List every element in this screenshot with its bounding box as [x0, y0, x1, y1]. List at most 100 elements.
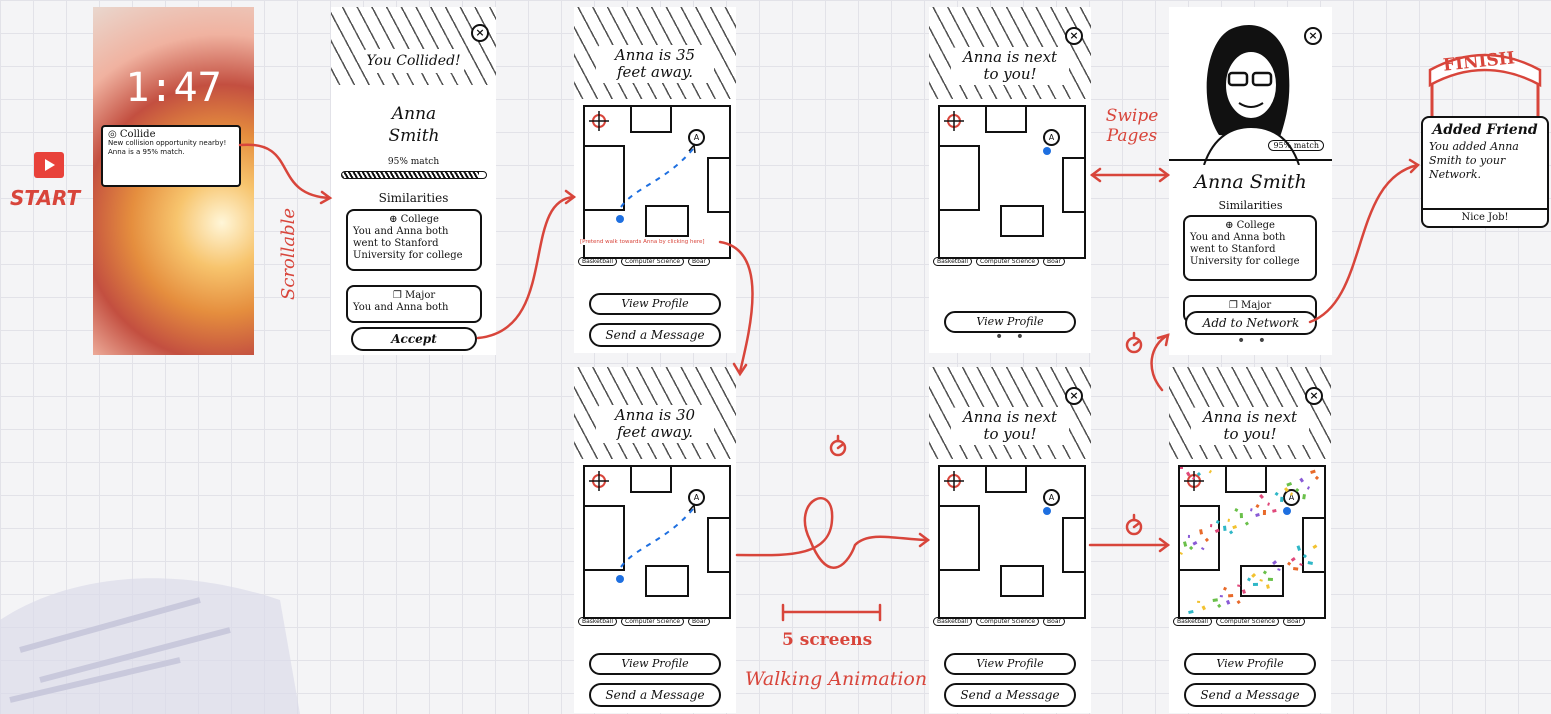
compass-icon: [588, 110, 610, 132]
close-icon[interactable]: ×: [1304, 27, 1322, 45]
anna-pin: A: [688, 489, 705, 506]
compass-icon: [1183, 470, 1205, 492]
tag-computer-science[interactable]: Computer Science: [976, 257, 1040, 266]
room: [1000, 205, 1044, 237]
tag-computer-science[interactable]: Computer Science: [621, 617, 685, 626]
swipe-annotation: Swipe Pages: [1105, 106, 1159, 146]
walk-hint-link[interactable]: [Pretend walk towards Anna by clicking h…: [580, 239, 705, 245]
similarities-heading: Similarities: [378, 191, 449, 205]
tag-computer-science[interactable]: Computer Science: [1216, 617, 1280, 626]
send-message-button[interactable]: Send a Message: [589, 683, 721, 707]
profile-screen: × 95% match Anna Smith Similarities ⊕ Co…: [1169, 7, 1332, 355]
add-network-button[interactable]: Add to Network: [1185, 311, 1317, 335]
distance-title: Anna is next to you!: [1191, 407, 1309, 445]
page-dots: • •: [1237, 333, 1270, 349]
accept-button[interactable]: Accept: [351, 327, 477, 351]
room: [1225, 465, 1267, 493]
portrait-sketch: [1203, 25, 1300, 165]
tag-board[interactable]: Boar: [688, 257, 710, 266]
tag-basketball[interactable]: Basketball: [1173, 617, 1213, 626]
room: [645, 565, 689, 597]
book-icon: ❐: [392, 290, 406, 301]
app-icon: ◎: [108, 129, 120, 140]
similarities-heading: Similarities: [1218, 199, 1283, 212]
room: [630, 105, 672, 133]
start-button[interactable]: [34, 152, 64, 178]
tag-basketball[interactable]: Basketball: [578, 617, 618, 626]
distance-title: Anna is 30 feet away.: [596, 405, 714, 443]
user-location-dot: [1043, 147, 1051, 155]
tag-computer-science[interactable]: Computer Science: [621, 257, 685, 266]
lock-screen: 1:47 ◎ Collide New collision opportunity…: [93, 7, 254, 355]
major-text: You and Anna both: [353, 302, 449, 313]
college-icon: ⊕: [389, 214, 401, 225]
nice-job-button[interactable]: Nice Job!: [1423, 208, 1547, 226]
college-text: You and Anna both went to Stanford Unive…: [353, 226, 463, 261]
added-friend-title: Added Friend: [1432, 122, 1538, 138]
view-profile-button[interactable]: View Profile: [944, 653, 1076, 675]
path-arrows: [620, 143, 696, 208]
room: [938, 145, 980, 211]
view-profile-button[interactable]: View Profile: [589, 293, 721, 315]
user-location-dot: [616, 215, 624, 223]
map-screen: Anna is 35 feet away. A [Pretend walk to…: [574, 7, 736, 353]
confetti: [1180, 467, 1320, 615]
tag-computer-science[interactable]: Computer Science: [976, 617, 1040, 626]
college-card: ⊕ College You and Anna both went to Stan…: [346, 209, 482, 271]
send-message-button[interactable]: Send a Message: [589, 323, 721, 347]
college-icon: ⊕: [1225, 220, 1237, 231]
map-area: A: [583, 105, 731, 259]
collided-title: You Collided!: [362, 49, 465, 73]
college-text: You and Anna both went to Stanford Unive…: [1190, 232, 1300, 267]
close-icon[interactable]: ×: [1065, 27, 1083, 45]
compass-icon: [943, 470, 965, 492]
close-icon[interactable]: ×: [1065, 387, 1083, 405]
close-icon[interactable]: ×: [471, 24, 489, 42]
close-icon[interactable]: ×: [1305, 387, 1323, 405]
view-profile-button[interactable]: View Profile: [1184, 653, 1316, 675]
room: [583, 145, 625, 211]
room: [645, 205, 689, 237]
notification-card[interactable]: ◎ Collide New collision opportunity near…: [101, 125, 241, 187]
anna-pin: A: [1283, 489, 1300, 506]
profile-divider: [1169, 159, 1332, 161]
college-card: ⊕ College You and Anna both went to Stan…: [1183, 215, 1317, 281]
tag-board[interactable]: Boar: [1283, 617, 1305, 626]
send-message-button[interactable]: Send a Message: [1184, 683, 1316, 707]
match-label: 95% match: [387, 157, 440, 167]
added-friend-text: You added Anna Smith to your Network.: [1429, 140, 1519, 181]
distance-title: Anna is 35 feet away.: [596, 45, 714, 83]
view-profile-button[interactable]: View Profile: [589, 653, 721, 675]
room: [1062, 517, 1086, 573]
start-label: START: [10, 186, 81, 210]
user-location-dot: [616, 575, 624, 583]
profile-name: Anna Smith: [1194, 171, 1307, 193]
send-message-button[interactable]: Send a Message: [944, 683, 1076, 707]
anna-pin: A: [1043, 129, 1060, 146]
anna-pin: A: [688, 129, 705, 146]
map-area: A: [938, 105, 1086, 259]
scrollable-annotation: Scrollable: [278, 207, 299, 300]
profile-match-badge: 95% match: [1268, 140, 1324, 151]
tag-basketball[interactable]: Basketball: [578, 257, 618, 266]
collided-screen: You Collided! × Anna Smith 95% match Sim…: [331, 7, 496, 355]
distance-title: Anna is next to you!: [951, 407, 1069, 445]
map-area: A: [1178, 465, 1326, 619]
view-profile-button[interactable]: View Profile: [944, 311, 1076, 333]
tag-board[interactable]: Boar: [1043, 617, 1065, 626]
tag-board[interactable]: Boar: [688, 617, 710, 626]
tag-basketball[interactable]: Basketball: [933, 257, 973, 266]
room: [707, 157, 731, 213]
user-location-dot: [1043, 507, 1051, 515]
major-card: ❐ Major You and Anna both: [346, 285, 482, 323]
tag-basketball[interactable]: Basketball: [933, 617, 973, 626]
tag-board[interactable]: Boar: [1043, 257, 1065, 266]
room: [985, 465, 1027, 493]
